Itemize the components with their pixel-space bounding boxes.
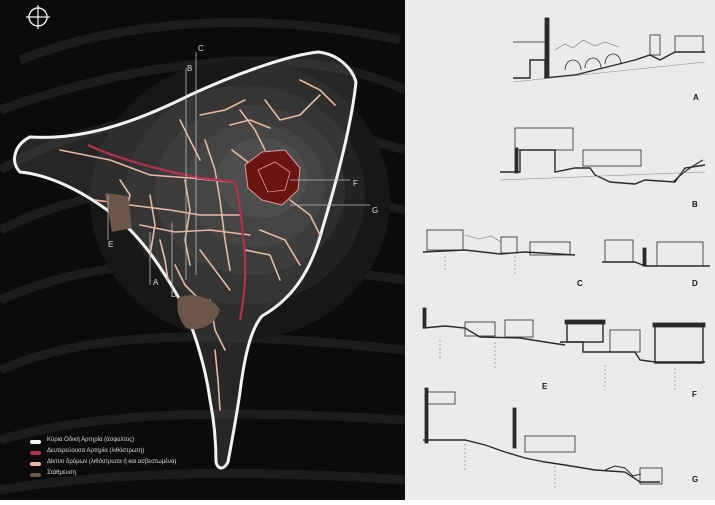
section-marker-g: G xyxy=(372,206,378,215)
section-label-d: D xyxy=(692,279,698,288)
site-plan-panel: C B A D E F G Κύρια Οδική Αρτηρία (άσφαλ… xyxy=(0,0,407,500)
legend-label: Στάθμευση xyxy=(47,470,76,476)
settlement-core xyxy=(244,149,301,206)
section-drawing-d xyxy=(602,239,710,267)
section-label-b: B xyxy=(692,200,698,209)
legend-item-street-network: Δίκτυο δρόμων (λιθόστρωτα ή και ασβεστωμ… xyxy=(30,458,220,466)
section-label-c: C xyxy=(577,279,583,288)
section-drawing-g xyxy=(423,387,663,488)
legend-label: Κύρια Οδική Αρτηρία (άσφαλτος) xyxy=(47,437,135,443)
section-lines xyxy=(107,52,370,290)
street-network-swatch xyxy=(30,462,41,466)
section-marker-c: C xyxy=(198,44,204,53)
section-marker-d: D xyxy=(171,290,177,299)
north-arrow-icon xyxy=(26,5,50,29)
secondary-road-swatch xyxy=(30,451,41,455)
legend-label: Δίκτυο δρόμων (λιθόστρωτα ή και ασβεστωμ… xyxy=(47,459,177,465)
terrain-shading xyxy=(90,60,390,340)
legend-item-parking: Στάθμευση xyxy=(30,469,220,477)
legend-label: Δευτερεύουσα Αρτηρία (λιθόστρωτη) xyxy=(47,448,145,454)
core-inner-walls xyxy=(257,161,291,193)
section-drawing-b xyxy=(499,127,706,185)
section-drawing-e xyxy=(422,307,566,368)
section-label-a: A xyxy=(693,93,699,102)
section-drawing-c xyxy=(422,229,576,275)
main-road-swatch xyxy=(30,440,41,444)
main-road xyxy=(13,50,358,470)
parking-area-south xyxy=(177,295,220,330)
section-marker-b: B xyxy=(187,64,192,73)
section-marker-e: E xyxy=(108,240,113,249)
section-drawing-a xyxy=(512,17,706,83)
section-label-f: F xyxy=(692,390,697,399)
map-legend: Κύρια Οδική Αρτηρία (άσφαλτος) Δευτερεύο… xyxy=(30,436,220,480)
section-marker-a: A xyxy=(153,278,159,287)
section-drawings xyxy=(422,17,710,488)
sections-panel: A B C D E F G xyxy=(405,0,715,500)
legend-item-secondary-road: Δευτερεύουσα Αρτηρία (λιθόστρωτη) xyxy=(30,447,220,455)
secondary-road xyxy=(87,144,247,321)
legend-item-main-road: Κύρια Οδική Αρτηρία (άσφαλτος) xyxy=(30,436,220,444)
section-marker-f: F xyxy=(353,179,358,188)
section-label-g: G xyxy=(692,475,699,484)
parking-area-west xyxy=(105,193,132,232)
section-drawing-f xyxy=(560,319,706,392)
parking-swatch xyxy=(30,473,41,477)
site-plan: C B A D E F G xyxy=(0,5,407,495)
section-label-e: E xyxy=(542,382,548,391)
